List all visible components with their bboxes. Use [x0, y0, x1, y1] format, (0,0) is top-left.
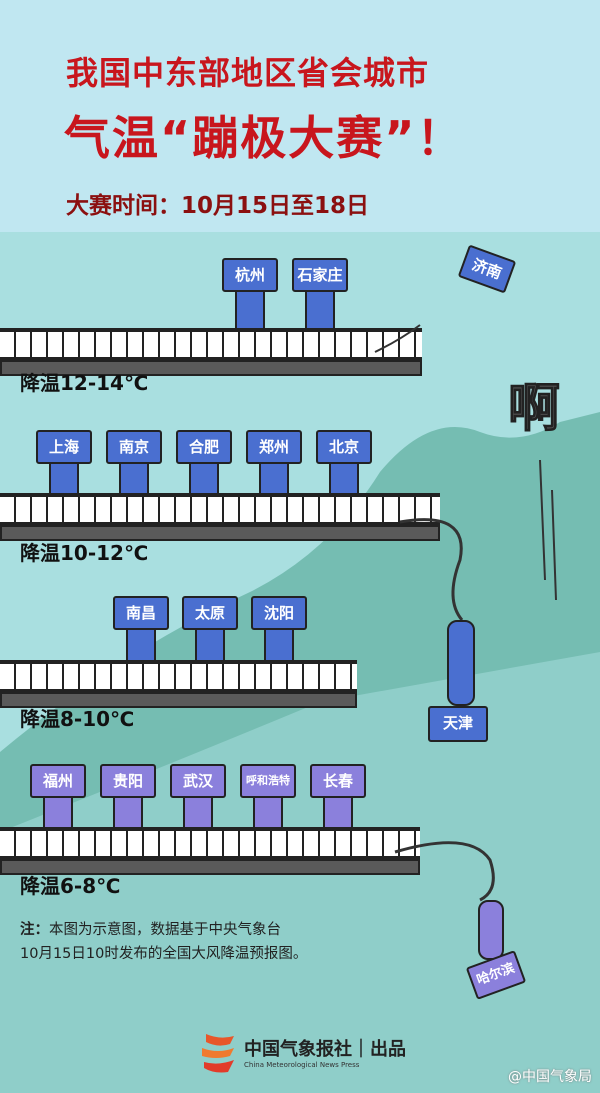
publisher-name: 中国气象报社: [244, 1039, 352, 1060]
city-label: 上海: [36, 430, 92, 464]
title-line-2: 气温“蹦极大赛”！: [64, 111, 465, 165]
city-label: 福州: [30, 764, 86, 798]
city-label: 贵阳: [100, 764, 156, 798]
city-label: 呼和浩特: [240, 764, 296, 798]
jumper-figure: 天津: [428, 706, 488, 742]
city-label: 石家庄: [292, 258, 348, 292]
note-line-1: 本图为示意图，数据基于中央气象台: [49, 922, 281, 938]
jumper-body: [447, 620, 475, 706]
header-background: [0, 0, 600, 232]
event-date: 大赛时间：10月15日至18日: [66, 193, 370, 219]
row-label: 降温10-12℃: [20, 541, 149, 565]
publisher-logo-icon: [202, 1034, 234, 1073]
city-label: 长春: [310, 764, 366, 798]
row-label: 降温12-14℃: [20, 371, 149, 395]
platform-row-2: [0, 493, 440, 543]
publisher-english: China Meteorological News Press: [244, 1061, 360, 1069]
city-label: 合肥: [176, 430, 232, 464]
publisher-suffix: ｜出品: [352, 1039, 406, 1060]
publisher-logo: 中国气象报社｜出品 China Meteorological News Pres…: [200, 1030, 406, 1074]
weibo-watermark: @中国气象局: [508, 1069, 592, 1085]
city-label: 天津: [428, 706, 488, 742]
row-label: 降温8-10℃: [20, 707, 135, 731]
city-label: 沈阳: [251, 596, 307, 630]
city-label: 郑州: [246, 430, 302, 464]
note-line-2: 10月15日10时发布的全国大风降温预报图。: [20, 946, 308, 962]
footnote: 注：本图为示意图，数据基于中央气象台 10月15日10时发布的全国大风降温预报图…: [20, 918, 307, 966]
platform-row-4: [0, 827, 420, 877]
city-label: 武汉: [170, 764, 226, 798]
platform-row-3: [0, 660, 357, 710]
city-label: 北京: [316, 430, 372, 464]
city-label: 南昌: [113, 596, 169, 630]
exclamation-text: 啊: [507, 379, 561, 440]
jumper-body: [478, 900, 504, 960]
title-line-1: 我国中东部地区省会城市: [66, 54, 430, 92]
note-prefix: 注：: [20, 922, 49, 938]
city-label: 杭州: [222, 258, 278, 292]
row-label: 降温6-8℃: [20, 874, 121, 898]
city-label: 南京: [106, 430, 162, 464]
city-figure: 武汉: [170, 764, 226, 858]
platform-row-1: [0, 328, 422, 378]
city-label: 太原: [182, 596, 238, 630]
